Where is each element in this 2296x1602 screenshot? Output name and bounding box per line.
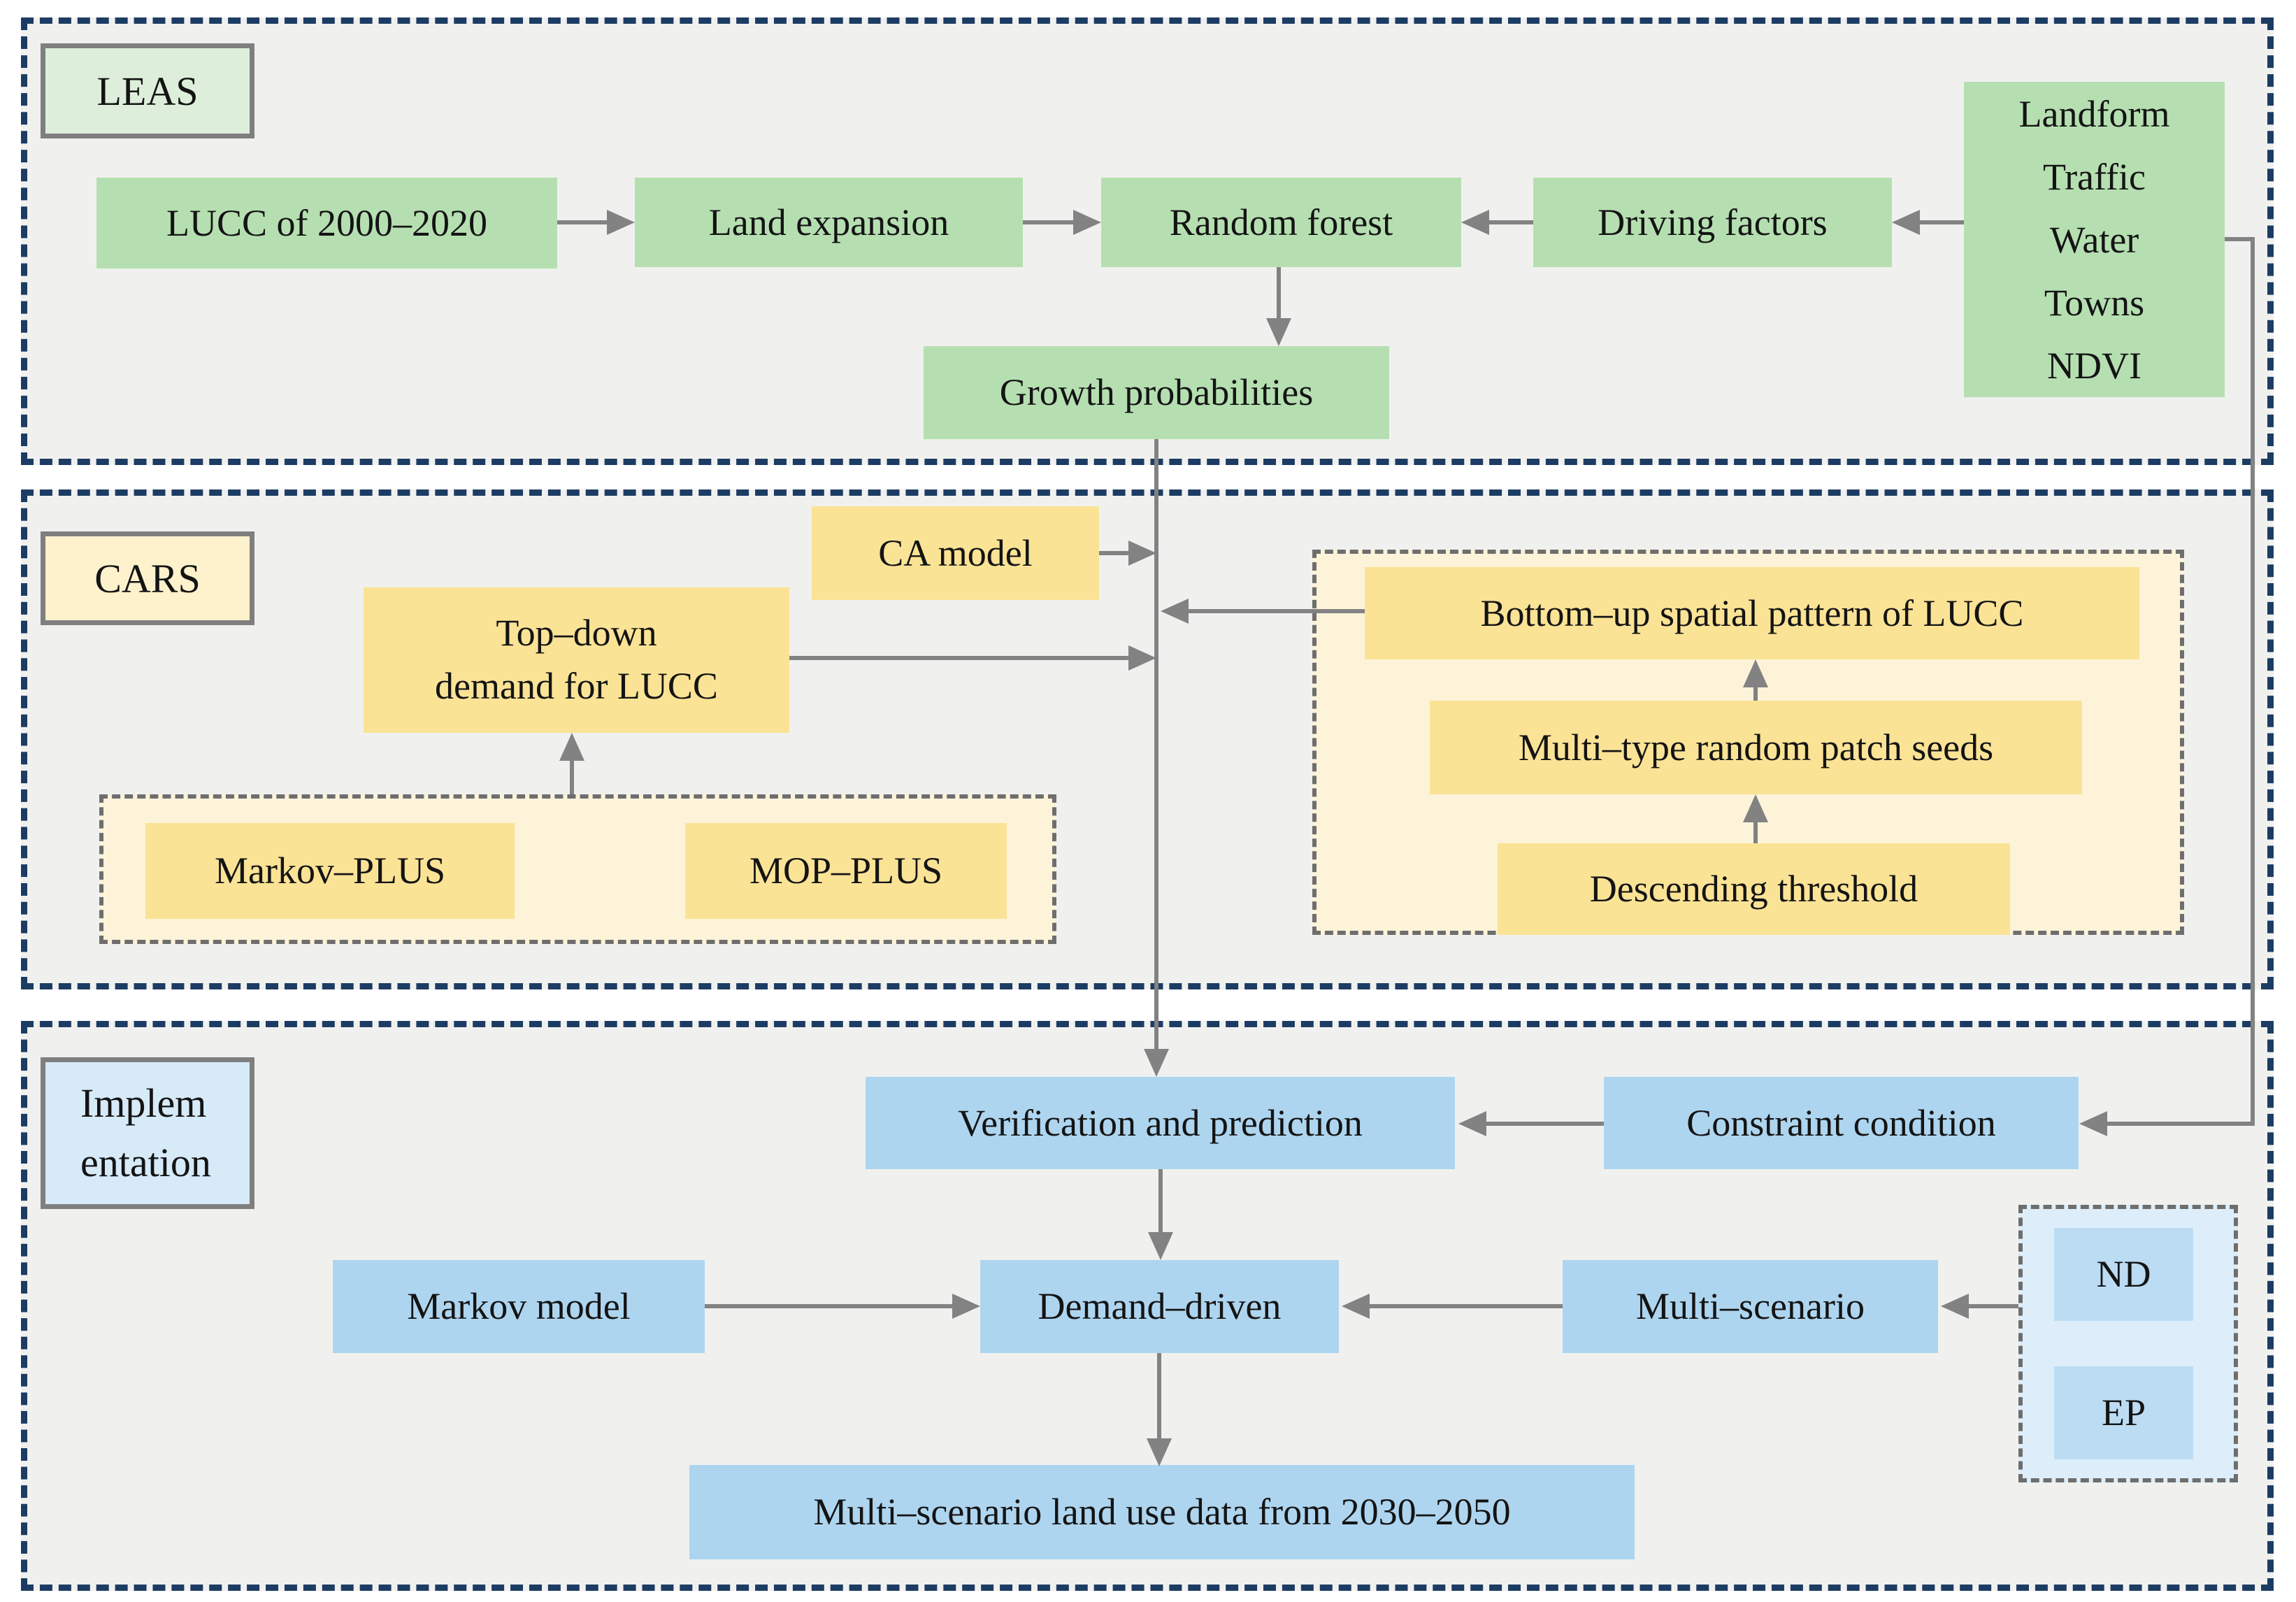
arrow-random-forest-to-growth (1277, 267, 1281, 321)
nd-scenario-text: ND (2096, 1253, 2151, 1296)
arrow-demand-to-output (1157, 1353, 1161, 1438)
arrow-ca-model-to-spine (1099, 551, 1131, 555)
growth-probabilities-text: Growth probabilities (999, 371, 1314, 414)
arrowhead-markov-model-to-demand (952, 1294, 980, 1319)
arrow-multi-scenario-to-demand (1368, 1304, 1563, 1308)
descending-threshold-text: Descending threshold (1589, 868, 1918, 910)
ep-scenario-box: EP (2054, 1366, 2193, 1459)
output-data-box: Multi–scenario land use data from 2030–2… (689, 1465, 1635, 1559)
nd-scenario-box: ND (2054, 1228, 2193, 1321)
mop-plus-box: MOP–PLUS (685, 823, 1007, 919)
arrow-verification-to-demand (1158, 1169, 1163, 1233)
bottom-up-pattern-text: Bottom–up spatial pattern of LUCC (1480, 592, 2024, 634)
markov-model-box: Markov model (333, 1260, 705, 1353)
arrowhead-driving-factors-to-random-forest (1461, 210, 1489, 235)
land-expansion-text: Land expansion (708, 201, 949, 243)
arrow-constraint-to-verification (1485, 1122, 1604, 1126)
arrowhead-demand-to-output (1147, 1438, 1172, 1466)
multi-scenario-text: Multi–scenario (1636, 1285, 1865, 1328)
multi-type-seeds-text: Multi–type random patch seeds (1518, 726, 1994, 768)
ca-model-text: CA model (878, 531, 1033, 574)
demand-driven-text: Demand–driven (1038, 1285, 1282, 1328)
multi-type-seeds-box: Multi–type random patch seeds (1430, 701, 2082, 794)
output-data-text: Multi–scenario land use data from 2030–2… (813, 1491, 1511, 1533)
arrow-driving-factors-to-random-forest (1488, 220, 1533, 224)
driving-factors-text: Driving factors (1598, 201, 1828, 243)
cars-section-label: CARS (41, 531, 254, 625)
ca-model-box: CA model (812, 506, 1099, 600)
arrowhead-multi-scenario-to-demand (1342, 1294, 1370, 1319)
arrow-seeds-to-bottom-up (1753, 686, 1758, 701)
constraint-condition-box: Constraint condition (1604, 1077, 2079, 1169)
connector-drivers-vertical (2251, 237, 2255, 1124)
connector-drivers-horizontal (2106, 1122, 2255, 1126)
markov-plus-box: Markov–PLUS (145, 823, 515, 919)
arrowhead-random-forest-to-growth (1266, 318, 1291, 346)
driver-list-box: Landform Traffic Water Towns NDVI (1964, 82, 2225, 397)
cars-label-text: CARS (94, 555, 201, 601)
implementation-label-text: Implem entation (80, 1080, 211, 1185)
growth-probabilities-box: Growth probabilities (924, 346, 1389, 439)
multi-scenario-box: Multi–scenario (1563, 1260, 1938, 1353)
leas-label-text: LEAS (96, 68, 199, 114)
arrow-top-down-to-spine (789, 656, 1128, 660)
arrowhead-seeds-to-bottom-up (1743, 659, 1768, 687)
descending-threshold-box: Descending threshold (1498, 843, 2010, 935)
verification-prediction-text: Verification and prediction (958, 1101, 1363, 1144)
top-down-demand-text: Top–down demand for LUCC (435, 612, 718, 707)
arrow-growth-to-verification-line (1154, 439, 1158, 1052)
arrow-drivers-to-driving-factors (1918, 220, 1964, 224)
arrow-bottom-up-to-spine (1187, 609, 1365, 613)
markov-plus-text: Markov–PLUS (214, 850, 445, 892)
arrowhead-drivers-to-driving-factors (1892, 210, 1920, 235)
arrowhead-ca-model-to-spine (1128, 541, 1156, 566)
arrowhead-land-expansion-to-random-forest (1073, 210, 1101, 235)
markov-model-text: Markov model (407, 1285, 631, 1328)
arrowhead-drivers-to-constraint (2079, 1111, 2107, 1136)
random-forest-text: Random forest (1169, 201, 1393, 243)
verification-prediction-box: Verification and prediction (866, 1077, 1455, 1169)
top-down-demand-box: Top–down demand for LUCC (364, 587, 789, 733)
arrowhead-panel-to-top-down (559, 733, 584, 761)
lucc-2000-2020-box: LUCC of 2000–2020 (96, 178, 557, 269)
connector-drivers-stub (2225, 237, 2255, 241)
constraint-condition-text: Constraint condition (1686, 1101, 1996, 1144)
random-forest-box: Random forest (1101, 178, 1461, 267)
arrowhead-growth-to-verification (1144, 1049, 1169, 1077)
arrow-panel-to-top-down (570, 759, 574, 794)
arrow-threshold-to-seeds (1753, 821, 1758, 843)
mop-plus-text: MOP–PLUS (749, 850, 943, 892)
arrowhead-scenarios-to-multi-scenario (1941, 1294, 1969, 1319)
arrow-land-expansion-to-random-forest (1023, 220, 1075, 224)
ep-scenario-text: EP (2101, 1392, 2146, 1434)
arrowhead-top-down-to-spine (1128, 645, 1156, 671)
arrow-markov-model-to-demand (705, 1304, 952, 1308)
driving-factors-box: Driving factors (1533, 178, 1892, 267)
leas-section-label: LEAS (41, 43, 254, 138)
arrowhead-verification-to-demand (1148, 1232, 1173, 1260)
land-expansion-box: Land expansion (635, 178, 1023, 267)
arrowhead-threshold-to-seeds (1743, 794, 1768, 822)
arrowhead-constraint-to-verification (1458, 1111, 1486, 1136)
arrow-scenarios-to-multi-scenario (1967, 1304, 2018, 1308)
arrowhead-lucc-to-land-expansion (607, 210, 635, 235)
bottom-up-pattern-box: Bottom–up spatial pattern of LUCC (1365, 567, 2139, 659)
lucc-2000-2020-text: LUCC of 2000–2020 (166, 201, 487, 244)
arrowhead-bottom-up-to-spine (1161, 599, 1189, 624)
demand-driven-box: Demand–driven (980, 1260, 1339, 1353)
arrow-lucc-to-land-expansion (557, 220, 608, 224)
implementation-section-label: Implem entation (41, 1057, 254, 1209)
driver-list-text: Landform Traffic Water Towns NDVI (2018, 92, 2170, 387)
